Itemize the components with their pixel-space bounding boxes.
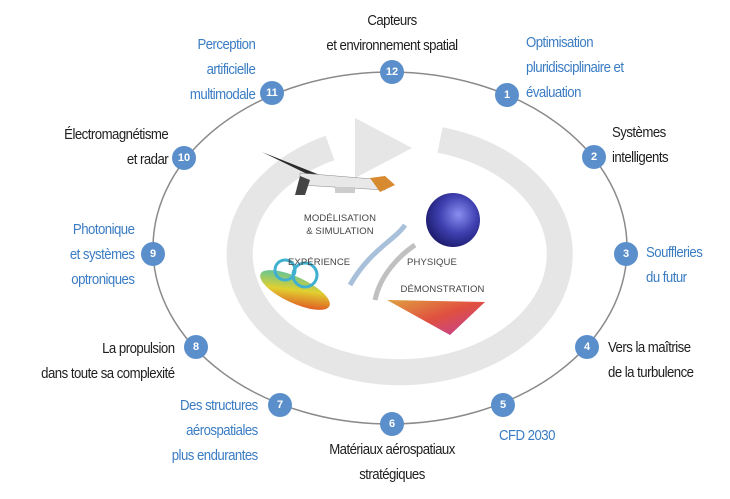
- cycle-arrowhead-icon: [355, 118, 412, 178]
- label-line: Matériaux aérospatiaux: [329, 441, 455, 458]
- label-line: Systèmes: [612, 124, 666, 141]
- node-8-badge[interactable]: 8: [184, 335, 208, 359]
- experiment-cfd-image: [260, 258, 330, 310]
- demonstration-label: DÉMONSTRATION: [400, 284, 485, 295]
- modelisation-line-2: & SIMULATION: [306, 226, 374, 237]
- node-12-label[interactable]: Capteurs et environnement spatial: [304, 8, 480, 58]
- label-line: évaluation: [526, 84, 581, 101]
- label-line: pluridisciplinaire et: [526, 59, 624, 76]
- label-line: de la turbulence: [608, 364, 694, 381]
- node-5-badge[interactable]: 5: [491, 393, 515, 417]
- node-2-label[interactable]: Systèmes intelligents: [612, 120, 669, 170]
- label-line: Des structures: [180, 397, 258, 414]
- node-10-label[interactable]: Électromagnétisme et radar: [63, 122, 169, 172]
- node-9-label[interactable]: Photonique et systèmes optroniques: [69, 217, 134, 292]
- experience-label: EXPÉRIENCE: [288, 257, 351, 268]
- node-7-label[interactable]: Des structures aérospatiales plus endura…: [171, 393, 259, 468]
- node-4-badge[interactable]: 4: [575, 335, 599, 359]
- label-line: Photonique: [72, 221, 134, 238]
- cycle-arrow-ring: [226, 127, 573, 386]
- label-line: du futur: [646, 269, 687, 286]
- node-1-label[interactable]: Optimisation pluridisciplinaire et évalu…: [526, 30, 624, 105]
- label-line: Souffleries: [646, 244, 703, 261]
- label-line: Perception: [197, 36, 255, 53]
- label-line: Électromagnétisme: [63, 126, 169, 143]
- node-7-badge[interactable]: 7: [268, 393, 292, 417]
- label-line: Vers la maîtrise: [608, 339, 691, 356]
- label-line: et systèmes: [69, 246, 134, 263]
- label-line: artificielle: [206, 61, 255, 78]
- label-line: CFD 2030: [499, 427, 555, 444]
- node-12-badge[interactable]: 12: [380, 60, 404, 84]
- label-line: multimodale: [189, 86, 256, 103]
- node-3-label[interactable]: Souffleries du futur: [646, 240, 703, 290]
- node-9-badge[interactable]: 9: [141, 242, 165, 266]
- node-4-label[interactable]: Vers la maîtrise de la turbulence: [608, 335, 694, 385]
- label-line: intelligents: [612, 149, 669, 166]
- label-line: stratégiques: [359, 466, 425, 483]
- dna-helix-icon: [347, 223, 417, 301]
- node-1-badge[interactable]: 1: [495, 83, 519, 107]
- physique-label: PHYSIQUE: [407, 257, 457, 268]
- physics-sphere-image: [426, 193, 480, 247]
- label-line: Capteurs: [367, 12, 417, 29]
- node-5-label[interactable]: CFD 2030: [499, 423, 555, 448]
- demonstrator-aircraft-image: [387, 300, 485, 335]
- node-11-label[interactable]: Perception artificielle multimodale: [189, 32, 256, 107]
- node-2-badge[interactable]: 2: [582, 145, 606, 169]
- aircraft-image: [262, 152, 395, 195]
- label-line: Optimisation: [526, 34, 594, 51]
- node-10-badge[interactable]: 10: [172, 146, 196, 170]
- label-line: optroniques: [70, 271, 135, 288]
- node-8-label[interactable]: La propulsion dans toute sa complexité: [41, 336, 176, 386]
- label-line: et radar: [126, 151, 169, 168]
- node-6-badge[interactable]: 6: [380, 412, 404, 436]
- label-line: La propulsion: [102, 340, 176, 357]
- label-line: plus endurantes: [171, 447, 259, 464]
- node-11-badge[interactable]: 11: [260, 81, 284, 105]
- modelisation-line-1: MODÉLISATION: [303, 213, 377, 224]
- node-6-label[interactable]: Matériaux aérospatiaux stratégiques: [304, 437, 480, 487]
- label-line: et environnement spatial: [326, 37, 458, 54]
- modelisation-label: MODÉLISATION & SIMULATION: [300, 212, 380, 238]
- label-line: dans toute sa complexité: [41, 365, 176, 382]
- label-line: aérospatiales: [186, 422, 258, 439]
- node-3-badge[interactable]: 3: [614, 242, 638, 266]
